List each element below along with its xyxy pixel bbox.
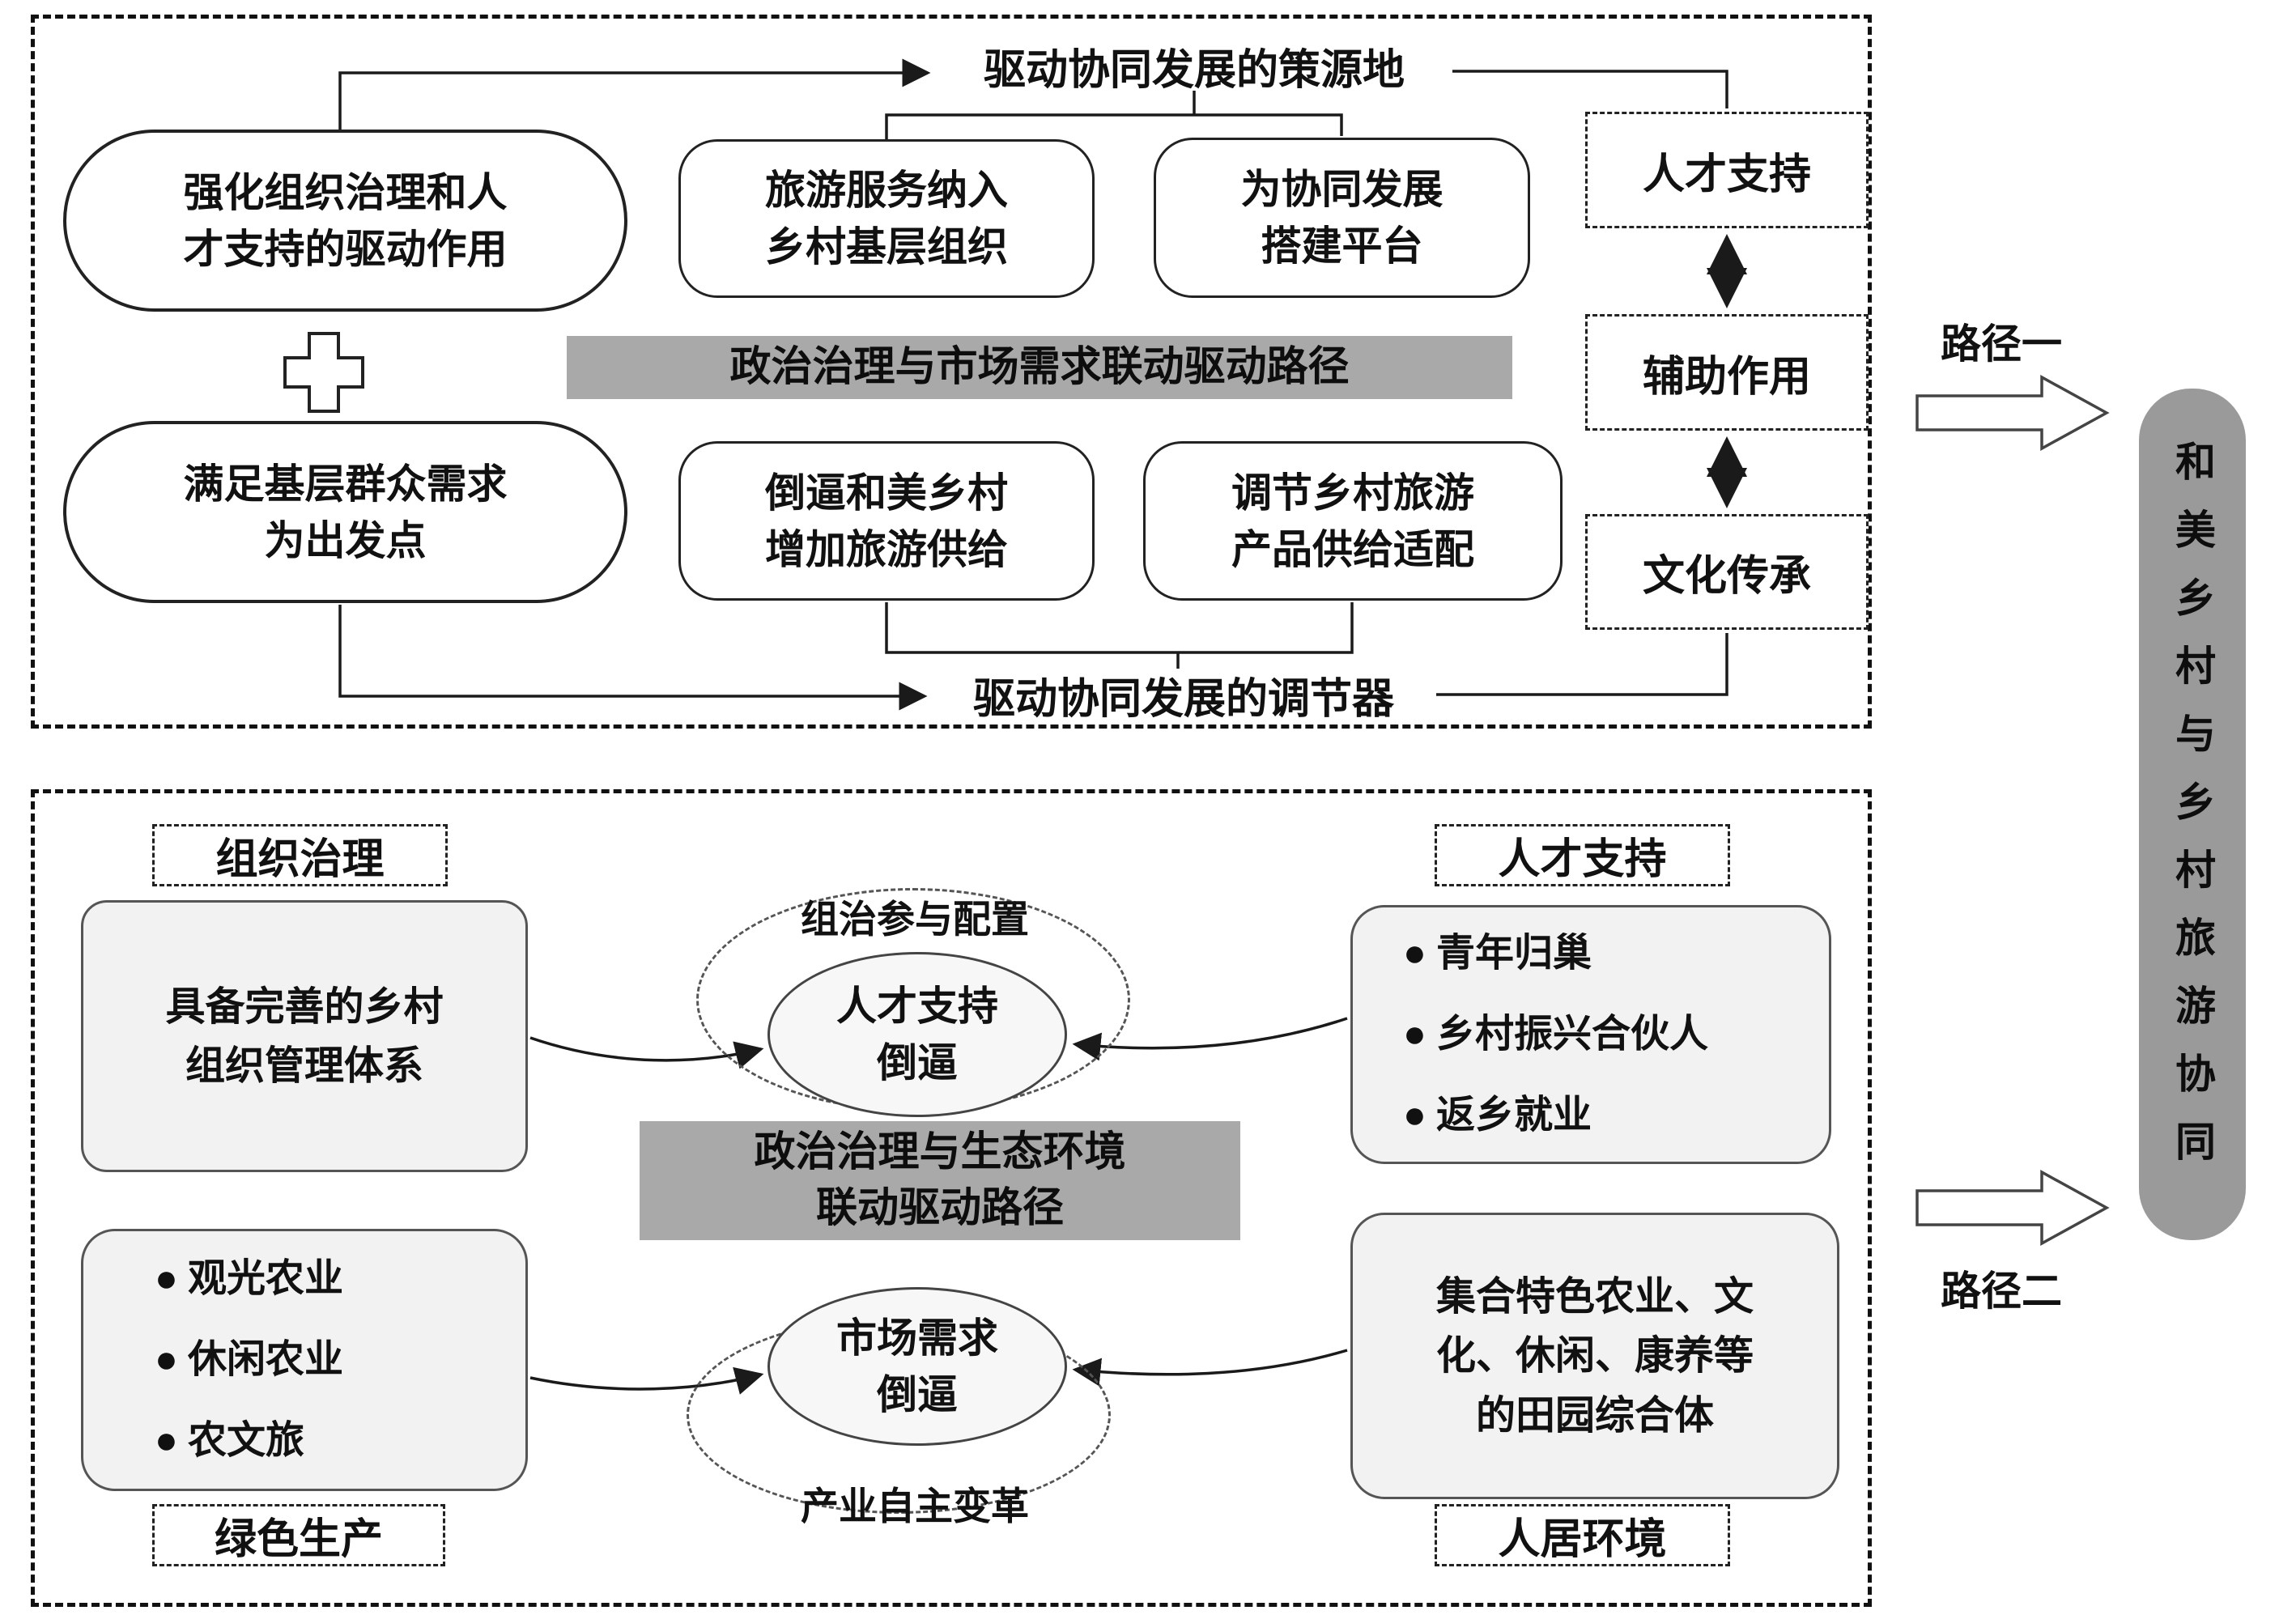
connector-regulator-left: [338, 605, 928, 711]
box-tourism-service: 旅游服务纳入 乡村基层组织: [678, 139, 1095, 298]
ellipse-industry-label: 产业自主变革: [801, 1485, 1029, 1528]
source-label: 驱动协同发展的策源地: [939, 40, 1449, 94]
label-org-governance: 组织治理: [152, 824, 448, 886]
connector-source-left: [338, 58, 931, 130]
path1-label: 路径一: [1941, 321, 2062, 367]
talent-item-youth: ● 青年归巢: [1403, 932, 1592, 975]
banner-politics-ecology: 政治治理与生态环境 联动驱动路径: [640, 1121, 1240, 1240]
connector-regulator-right: [1436, 633, 1728, 696]
agri-item-sightseeing: ● 观光农业: [155, 1257, 343, 1300]
bracket-top: [885, 113, 1343, 139]
plus-icon: [283, 332, 364, 413]
box-agriculture-list: ● 观光农业 ● 休闲农业 ● 农文旅: [81, 1229, 528, 1491]
label-talent-support: 人才支持: [1435, 824, 1730, 886]
path1-arrow-icon: [1915, 375, 2110, 451]
label-living-environment: 人居环境: [1435, 1504, 1730, 1566]
box-force-tourism-supply: 倒逼和美乡村 增加旅游供给: [678, 441, 1095, 601]
talent-item-partner: ● 乡村振兴合伙人: [1403, 1013, 1708, 1056]
frame-top-section: [31, 15, 1872, 729]
box-grassroots-needs: 满足基层群众需求 为出发点: [63, 421, 627, 603]
ellipse-config-label: 组治参与配置: [801, 899, 1029, 941]
side-box-talent-support: 人才支持: [1585, 112, 1869, 228]
box-adjust-product-supply: 调节乡村旅游 产品供给适配: [1143, 441, 1563, 601]
agri-item-culture-tourism: ● 农文旅: [155, 1419, 304, 1462]
box-strengthen-governance: 强化组织治理和人 才支持的驱动作用: [63, 130, 627, 312]
ellipse-talent-forcing: 人才支持 倒逼: [767, 952, 1067, 1117]
arrow-complex-to-market-ellipse: [1072, 1349, 1348, 1387]
side-box-culture-heritage: 文化传承: [1585, 514, 1869, 630]
ellipse-market-forcing: 市场需求 倒逼: [767, 1287, 1067, 1446]
talent-item-return: ● 返乡就业: [1403, 1094, 1592, 1137]
banner-politics-market: 政治治理与市场需求联动驱动路径: [567, 336, 1512, 399]
agri-item-leisure: ● 休闲农业: [155, 1338, 343, 1381]
bracket-bottom: [885, 602, 1354, 654]
box-collaboration-platform: 为协同发展 搭建平台: [1154, 138, 1530, 298]
side-box-auxiliary-role: 辅助作用: [1585, 314, 1869, 431]
frame-bottom-section: [31, 789, 1872, 1607]
label-green-production: 绿色生产: [152, 1504, 445, 1566]
path2-label: 路径二: [1941, 1268, 2062, 1314]
connector-source-right: [1452, 70, 1728, 108]
box-org-management-system: 具备完善的乡村 组织管理体系: [81, 900, 528, 1172]
box-rural-complex: 集合特色农业、文 化、休闲、康养等 的田园综合体: [1350, 1213, 1839, 1499]
box-talent-list: ● 青年归巢 ● 乡村振兴合伙人 ● 返乡就业: [1350, 905, 1831, 1164]
goal-box: 和美乡村与乡村旅游协同: [2139, 389, 2246, 1240]
path2-arrow-icon: [1915, 1170, 2110, 1246]
regulator-label: 驱动协同发展的调节器: [931, 669, 1436, 723]
